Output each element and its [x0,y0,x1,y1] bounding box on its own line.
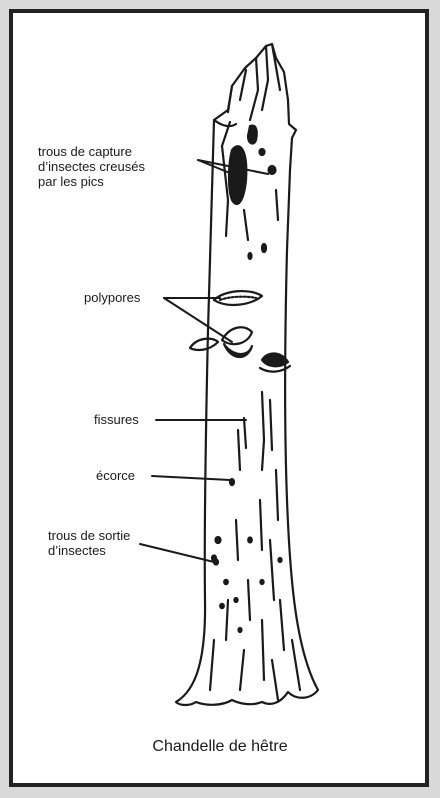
polypore-left [190,339,218,350]
leader-exit-holes [140,544,214,562]
leader-bark [152,476,230,480]
trunk-outline [176,44,318,705]
label-fissures: fissures [94,412,139,427]
label-capture-holes: trous de capture d’insectes creusés par … [38,144,145,189]
woodpecker-hole [229,146,246,204]
label-bark: écorce [96,468,135,483]
polypore-middle [222,327,252,344]
label-exit-holes: trous de sortie d’insectes [48,528,130,558]
polypore-right [262,353,288,366]
fissure [262,392,264,470]
label-polypores: polypores [84,290,140,305]
broken-top-detail [250,58,258,120]
figure-caption: Chandelle de hêtre [0,738,440,756]
